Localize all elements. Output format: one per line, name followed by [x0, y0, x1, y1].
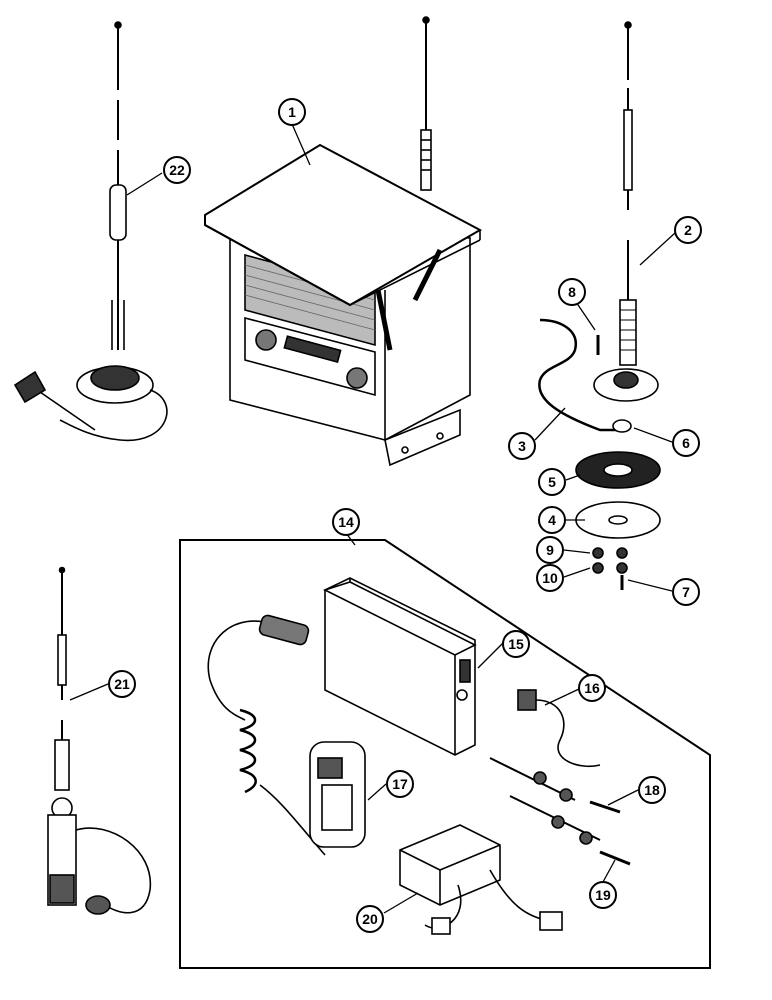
- callout-16: 16: [584, 680, 600, 696]
- magnetic-antenna: [13, 21, 168, 442]
- callout-5: 5: [548, 474, 556, 490]
- callout-1: 1: [288, 104, 296, 120]
- callout-3: 3: [518, 438, 526, 454]
- radio-cabinet: [204, 16, 483, 467]
- callout-7: 7: [682, 584, 690, 600]
- callout-10: 10: [542, 570, 558, 586]
- callout-6: 6: [682, 435, 690, 451]
- cb-kit-panel: [179, 539, 711, 969]
- callouts: 1 2 3 4 5 6 7 8 9 10 14 15 16 17 18 19 2…: [108, 98, 702, 933]
- leader-lines: [69, 123, 676, 914]
- callout-8: 8: [568, 284, 576, 300]
- roof-antenna: [538, 21, 661, 590]
- callout-2: 2: [684, 222, 692, 238]
- mirror-antenna: [47, 566, 152, 915]
- callout-15: 15: [508, 636, 524, 652]
- callout-19: 19: [595, 887, 611, 903]
- callout-22: 22: [169, 162, 185, 178]
- callout-21: 21: [114, 676, 130, 692]
- callout-20: 20: [362, 911, 378, 927]
- callout-17: 17: [392, 776, 408, 792]
- callout-4: 4: [548, 512, 556, 528]
- callout-9: 9: [546, 542, 554, 558]
- callout-14: 14: [338, 514, 354, 530]
- callout-18: 18: [644, 782, 660, 798]
